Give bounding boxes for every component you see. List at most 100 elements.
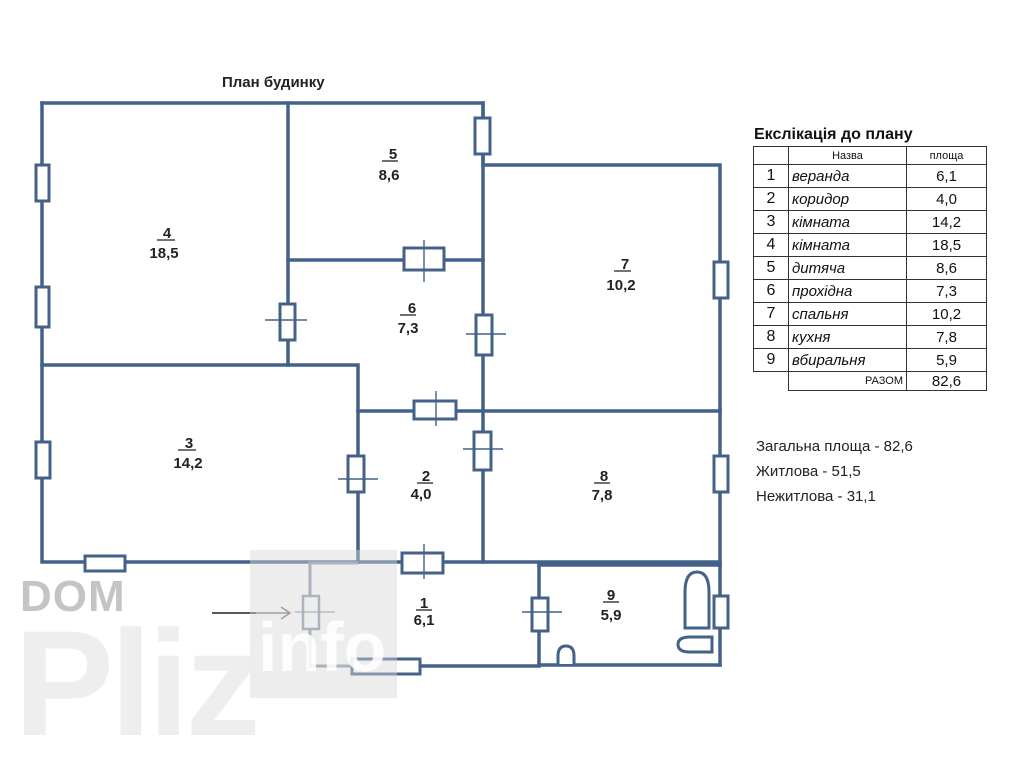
window [712,594,730,630]
header-area: площа [906,146,987,165]
row-number: 4 [753,233,789,257]
legend-row: 3 кімната 14,2 [753,210,987,234]
room-area: 4,0 [411,486,432,503]
row-area: 18,5 [906,233,987,257]
room-area: 7,8 [592,487,613,504]
room-number: 9 [607,587,615,604]
row-area: 4,0 [906,187,987,211]
room-number: 5 [389,146,397,163]
legend-total-row: РАЗОМ 82,6 [754,371,987,391]
row-number: 6 [753,279,789,303]
row-name: вбиральня [788,348,907,372]
toilet-icon [676,635,714,654]
door-room6-2 [412,391,458,426]
summary-total: Загальна площа - 82,6 [756,438,913,455]
row-area: 6,1 [906,164,987,188]
sink-icon [556,644,576,664]
row-name: коридор [788,187,907,211]
room-label-5: 5 8,6 [379,146,400,184]
row-number: 3 [753,210,789,234]
row-number: 8 [753,325,789,349]
room-number: 2 [422,468,430,485]
window [473,116,492,156]
total-value: 82,6 [906,371,987,391]
row-number: 9 [753,348,789,372]
row-number: 7 [753,302,789,326]
door-room2-1 [400,544,445,579]
room-number: 6 [408,300,416,317]
legend-row: 2 коридор 4,0 [753,187,987,211]
row-name: кухня [788,325,907,349]
row-name: прохідна [788,279,907,303]
header-number [753,146,789,165]
room-label-6: 6 7,3 [398,300,419,337]
summary-non-living: Нежитлова - 31,1 [756,488,876,505]
room-area: 8,6 [379,167,400,184]
room-label-4: 4 18,5 [149,225,178,262]
area-summary: Загальна площа - 82,6 Житлова - 51,5 Неж… [756,434,913,509]
row-number: 2 [753,187,789,211]
windows [34,116,730,676]
room-label-2: 2 4,0 [411,468,433,503]
row-name: кімната [788,210,907,234]
row-number: 1 [753,164,789,188]
room-number: 4 [163,225,172,242]
legend-row: 4 кімната 18,5 [753,233,987,257]
window [34,163,51,203]
row-name: дитяча [788,256,907,280]
room-label-7: 7 10,2 [606,256,635,294]
row-area: 5,9 [906,348,987,372]
fixtures [556,570,714,664]
room-labels: 1 6,1 2 4,0 3 14,2 4 18,5 5 8,6 6 7,3 [149,146,635,629]
row-area: 8,6 [906,256,987,280]
room-label-8: 8 7,8 [592,468,613,504]
door-room4-6 [265,302,307,342]
window [350,657,422,676]
room-number: 1 [420,595,428,612]
window [83,554,127,573]
window [34,285,51,329]
room-label-1: 1 6,1 [414,595,435,629]
room-area: 7,3 [398,320,419,337]
room-area: 18,5 [149,245,178,262]
legend-row: 8 кухня 7,8 [753,325,987,349]
window [34,440,52,480]
summary-living: Житлова - 51,5 [756,463,861,480]
header-name: Назва [788,146,907,165]
total-label: РАЗОМ [788,371,907,391]
room-area: 10,2 [606,277,635,294]
room-label-3: 3 14,2 [173,435,202,472]
walls [40,101,722,668]
row-name: веранда [788,164,907,188]
plan-title: План будинку [222,74,325,91]
room-number: 7 [621,256,629,273]
arrow-right-icon [212,606,292,620]
room-area: 6,1 [414,612,435,629]
door-room3-2 [338,454,378,494]
door-entrance [295,594,335,631]
door-room2-8 [463,430,503,472]
row-area: 7,3 [906,279,987,303]
row-name: спальня [788,302,907,326]
room-area: 5,9 [601,607,622,624]
room-area: 14,2 [173,455,202,472]
room-number: 3 [185,435,193,452]
legend-table: Назва площа 1 веранда 6,1 2 коридор 4,0 … [753,146,987,391]
room-number: 8 [600,468,608,485]
total-blank [754,372,789,391]
legend-row: 1 веранда 6,1 [753,164,987,188]
row-name: кімната [788,233,907,257]
row-area: 10,2 [906,302,987,326]
legend-row: 7 спальня 10,2 [753,302,987,326]
legend-row: 6 прохідна 7,3 [753,279,987,303]
door-room5-6 [402,240,446,282]
row-number: 5 [753,256,789,280]
legend-title: Екслікація до плану [754,126,913,143]
bathtub-icon [683,570,711,630]
window [712,260,730,300]
window [712,454,730,494]
legend-header-row: Назва площа [753,146,987,165]
row-area: 7,8 [906,325,987,349]
legend-row: 5 дитяча 8,6 [753,256,987,280]
